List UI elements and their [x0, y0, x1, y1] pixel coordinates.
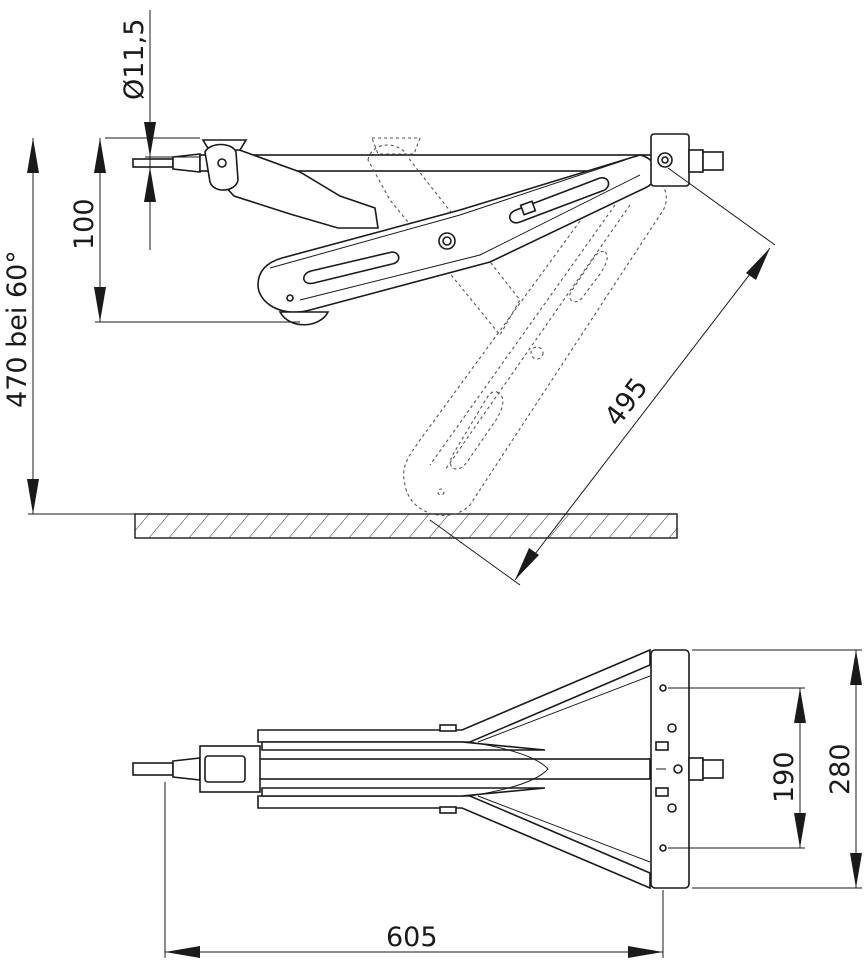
- side-rails: [257, 648, 651, 890]
- dim-diameter-label: Ø11,5: [119, 19, 150, 100]
- arm-ghost-position: [367, 137, 667, 516]
- mounting-bracket: [650, 133, 724, 187]
- dim-total-length: 605: [164, 782, 664, 958]
- dim-plate-width: 280: [692, 649, 862, 889]
- dim-hole-spacing: 190: [668, 687, 806, 849]
- dim-plate-width-label: 280: [825, 743, 856, 795]
- main-arm: [257, 154, 658, 326]
- ground-hatch: [134, 513, 678, 539]
- dim-hole-spacing-label: 190: [769, 751, 800, 803]
- dim-diameter: Ø11,5: [105, 10, 200, 250]
- dim-total-height: 470 bei 60°: [2, 138, 135, 515]
- dim-total-height-label: 470 bei 60°: [2, 250, 33, 408]
- side-view: Ø11,5 100 470 bei 60° 495: [2, 10, 776, 586]
- dim-total-length-label: 605: [386, 922, 438, 953]
- dim-crank-height: 100: [69, 138, 300, 323]
- support-strut: [210, 147, 379, 229]
- dim-crank-height-label: 100: [69, 198, 100, 250]
- rod-end: [132, 762, 174, 776]
- dim-arm-length-label: 495: [599, 372, 655, 432]
- top-view: 190 280 605: [132, 648, 862, 958]
- end-plate: [650, 649, 724, 889]
